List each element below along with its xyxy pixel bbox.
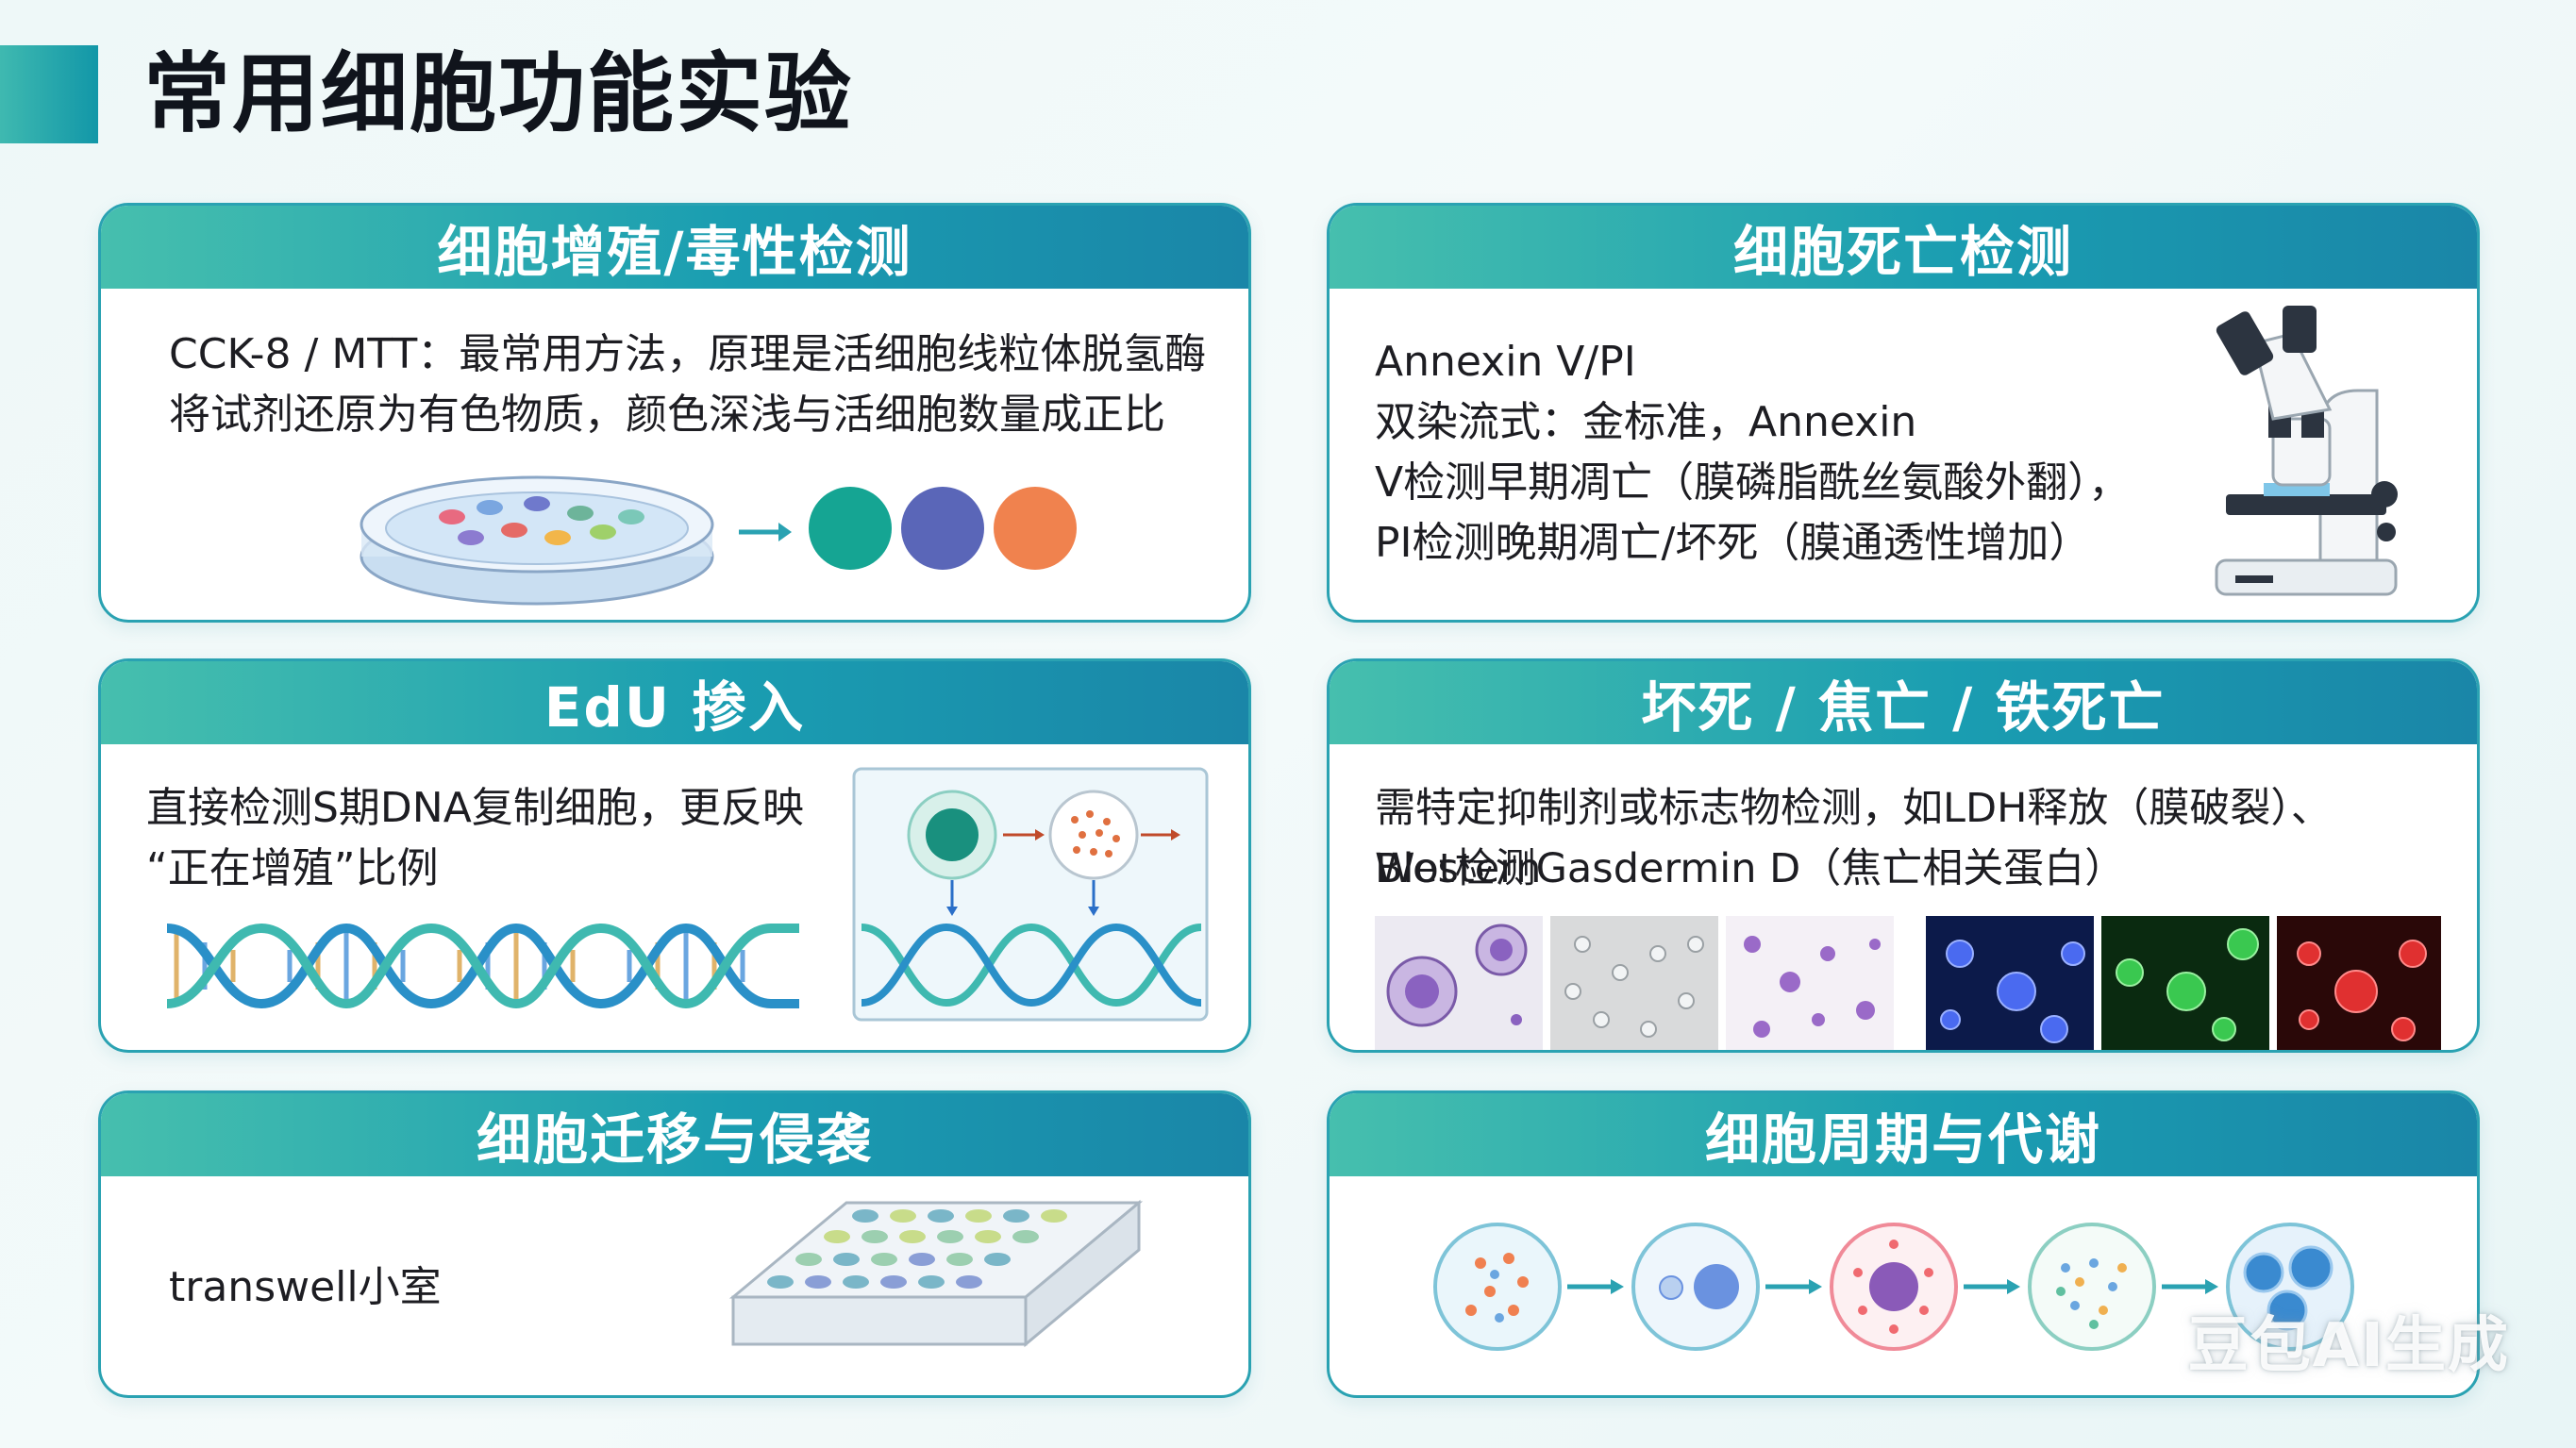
description-line: “正在增殖”比例	[146, 844, 439, 892]
description-line: PI检测晚期凋亡/坏死（膜通透性增加）	[1375, 519, 2091, 567]
card-proliferation: 细胞增殖/毒性检测 CCK-8 / MTT：最常用方法，原理是活细胞线粒体脱氢酶…	[98, 203, 1251, 623]
description-line: transwell小室	[169, 1263, 442, 1311]
card-header: EdU 掺入	[101, 661, 1248, 744]
card-cell-death: 细胞死亡检测 Annexin V/PI 双染流式：金标准，Annexin V检测…	[1327, 203, 2480, 623]
transwell-plate-illustration	[728, 1199, 1144, 1348]
card-necrosis: 坏死 / 焦亡 / 铁死亡 需特定抑制剂或标志物检测，如LDH释放（膜破裂）、W…	[1327, 658, 2480, 1053]
description-line: 双染流式：金标准，Annexin	[1375, 398, 1917, 446]
description-line: V检测早期凋亡（膜磷脂酰丝氨酸外翻），	[1375, 458, 2131, 507]
petri-dish-illustration	[360, 475, 714, 606]
description-line: CCK-8 / MTT：最常用方法，原理是活细胞线粒体脱氢酶	[169, 330, 1207, 378]
cell-cycle-diagram	[1433, 1223, 2354, 1351]
edu-labeling-diagram	[852, 767, 1209, 1022]
card-header: 细胞增殖/毒性检测	[101, 206, 1248, 289]
description-line: 将试剂还原为有色物质，颜色深浅与活细胞数量成正比	[169, 391, 1165, 439]
description-line: 直接检测S期DNA复制细胞，更反映	[146, 784, 804, 832]
watermark: 豆包AI生成	[2187, 1311, 2510, 1381]
card-header: 细胞周期与代谢	[1330, 1093, 2477, 1176]
dna-helix-illustration	[166, 923, 799, 1009]
description-line: Annexin V/PI	[1375, 338, 1636, 386]
result-dot-green	[809, 487, 892, 570]
microscopy-images-strip	[1375, 916, 2441, 1050]
microscope-icon	[2215, 306, 2398, 596]
card-migration: 细胞迁移与侵袭 transwell小室	[98, 1090, 1251, 1398]
card-header: 细胞死亡检测	[1330, 206, 2477, 289]
color-result-dots	[809, 487, 1077, 570]
title-accent-bar	[0, 45, 98, 143]
card-edu: EdU 掺入 直接检测S期DNA复制细胞，更反映 “正在增殖”比例	[98, 658, 1251, 1053]
arrow-right-icon	[739, 523, 792, 541]
card-header: 坏死 / 焦亡 / 铁死亡	[1330, 661, 2477, 744]
result-dot-purple	[901, 487, 984, 570]
description-line: 需特定抑制剂或标志物检测，如LDH释放（膜破裂）、Western	[1375, 785, 2332, 892]
description-line: Blot检测Gasdermin D（焦亡相关蛋白）	[1375, 845, 2126, 892]
card-header: 细胞迁移与侵袭	[101, 1093, 1248, 1176]
result-dot-orange	[994, 487, 1077, 570]
page-title: 常用细胞功能实验	[143, 43, 854, 144]
card-cell-cycle: 细胞周期与代谢	[1327, 1090, 2480, 1398]
